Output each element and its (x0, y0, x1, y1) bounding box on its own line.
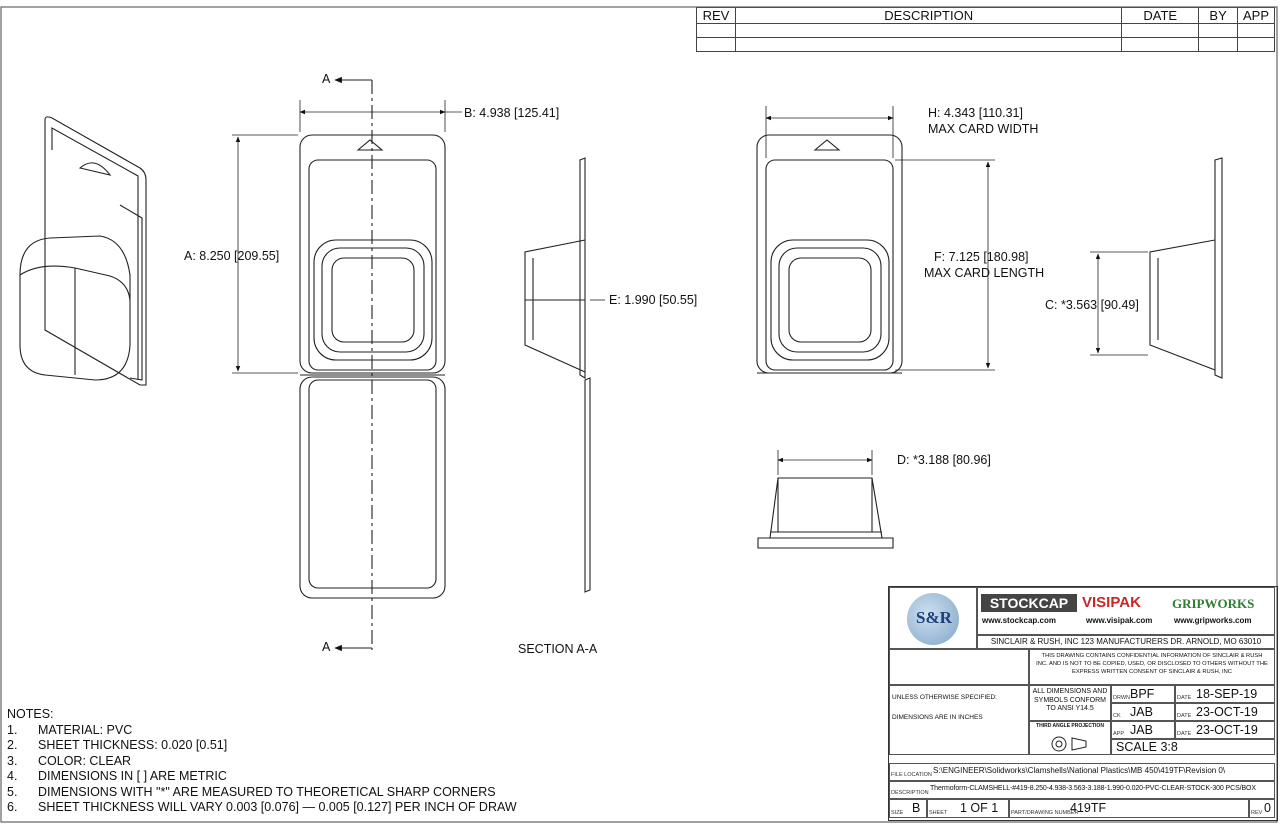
unless-specified: UNLESS OTHERWISE SPECIFIED: (892, 694, 997, 701)
sheet-cell: SHEET 1 OF 1 (927, 799, 1009, 818)
size: B (912, 801, 921, 815)
ansi-note: ALL DIMENSIONS AND SYMBOLS CONFORM TO AN… (1029, 685, 1111, 721)
note-item: 2.SHEET THICKNESS: 0.020 [0.51] (7, 738, 228, 752)
checked-by-cell: CK JAB (1111, 703, 1175, 721)
spec-cell: UNLESS OTHERWISE SPECIFIED: DIMENSIONS A… (889, 685, 1029, 755)
drawn-by-cell: DRWN BPF (1111, 685, 1175, 703)
drawn-date-cell: DATE 18-SEP-19 (1175, 685, 1275, 703)
notes: NOTES: 1.MATERIAL: PVC 2.SHEET THICKNESS… (7, 707, 517, 816)
back-view (756, 106, 995, 374)
part-number-cell: PART/DRAWING NUMBER 419TF (1009, 799, 1249, 818)
third-angle-projection-icon (1051, 736, 1087, 752)
company-address: SINCLAIR & RUSH, INC 123 MANUFACTURERS D… (977, 635, 1275, 649)
size-cell: SIZE B (889, 799, 927, 818)
section-mark-bottom: A (322, 640, 331, 654)
note-item: 4.DIMENSIONS IN [ ] ARE METRIC (7, 769, 227, 783)
approved-by-cell: APP JAB (1111, 721, 1175, 739)
section-mark-top: A (322, 72, 331, 86)
dimension-e: E: 1.990 [50.55] (609, 293, 698, 307)
dimension-c: C: *3.563 [90.49] (1045, 298, 1139, 312)
approved-date: 23-OCT-19 (1196, 723, 1258, 737)
app-header: APP (1237, 7, 1275, 24)
title-block: S&R STOCKCAP www.stockcap.com VISIPAK ww… (888, 586, 1278, 821)
brand-stockcap: STOCKCAP (981, 594, 1077, 612)
brand-stockcap-url: www.stockcap.com (982, 616, 1056, 625)
part-description: Thermoform-CLAMSHELL-#419-8.250-4.938-3.… (930, 785, 1256, 792)
scale-cell: SCALE 3:8 (1111, 739, 1275, 755)
dimension-f-sub: MAX CARD LENGTH (924, 266, 1045, 280)
checked-date-cell: DATE 23-OCT-19 (1175, 703, 1275, 721)
dimension-h-sub: MAX CARD WIDTH (928, 122, 1039, 136)
approved-date-cell: DATE 23-OCT-19 (1175, 721, 1275, 739)
front-view (232, 76, 462, 652)
logo-globe-icon (907, 593, 959, 645)
scale: SCALE 3:8 (1116, 740, 1178, 754)
checked-date: 23-OCT-19 (1196, 705, 1258, 719)
file-location: S:\ENGINEER\Solidworks\Clamshells\Nation… (933, 766, 1226, 775)
brand-gripworks: GRIPWORKS (1172, 596, 1255, 611)
drawn-by: BPF (1130, 687, 1155, 701)
note-item: 6.SHEET THICKNESS WILL VARY 0.003 [0.076… (7, 800, 517, 814)
dimension-b: B: 4.938 [125.41] (464, 106, 560, 120)
brands-cell: STOCKCAP www.stockcap.com VISIPAK www.vi… (977, 587, 1275, 635)
description-cell: DESCRIPTION Thermoform-CLAMSHELL-#419-8.… (889, 781, 1275, 799)
dimension-h: H: 4.343 [110.31] (928, 106, 1023, 120)
dimension-a: A: 8.250 [209.55] (184, 249, 280, 263)
side-view (1090, 157, 1223, 379)
note-item: 1.MATERIAL: PVC (7, 722, 133, 737)
part-number: 419TF (1070, 801, 1107, 815)
bottom-view (757, 450, 894, 549)
note-item: 3.COLOR: CLEAR (7, 753, 132, 768)
projection-label: THIRD ANGLE PROJECTION (1036, 723, 1104, 729)
rev-number: 0 (1264, 801, 1271, 815)
rev-cell: REV 0 (1249, 799, 1275, 818)
brand-gripworks-url: www.gripworks.com (1174, 616, 1252, 625)
sheet-number: 1 OF 1 (960, 801, 999, 815)
revision-row (696, 37, 1275, 52)
confidential-notice: THIS DRAWING CONTAINS CONFIDENTIAL INFOR… (1029, 649, 1275, 685)
blank-cell (889, 649, 1029, 685)
brand-visipak: VISIPAK (1082, 594, 1141, 611)
logo-cell: S&R (889, 587, 977, 649)
brand-visipak-url: www.visipak.com (1086, 616, 1153, 625)
approved-by: JAB (1130, 723, 1153, 737)
drawn-date: 18-SEP-19 (1196, 687, 1258, 701)
dimension-f: F: 7.125 [180.98] (934, 250, 1029, 264)
notes-title: NOTES: (7, 707, 54, 721)
section-label: SECTION A-A (518, 642, 598, 656)
revision-table: REV DESCRIPTION DATE BY APP (696, 7, 1275, 52)
logo-text: S&R (916, 608, 952, 627)
section-view (524, 157, 605, 593)
dimension-d: D: *3.188 [80.96] (897, 453, 991, 467)
file-location-cell: FILE LOCATION S:\ENGINEER\Solidworks\Cla… (889, 763, 1275, 781)
dims-in-inches: DIMENSIONS ARE IN INCHES (892, 714, 983, 721)
checked-by: JAB (1130, 705, 1153, 719)
projection-cell: THIRD ANGLE PROJECTION (1029, 721, 1111, 755)
note-item: 5.DIMENSIONS WITH "*" ARE MEASURED TO TH… (7, 784, 496, 799)
sheet-border (0, 6, 1278, 823)
isometric-view (19, 116, 147, 386)
